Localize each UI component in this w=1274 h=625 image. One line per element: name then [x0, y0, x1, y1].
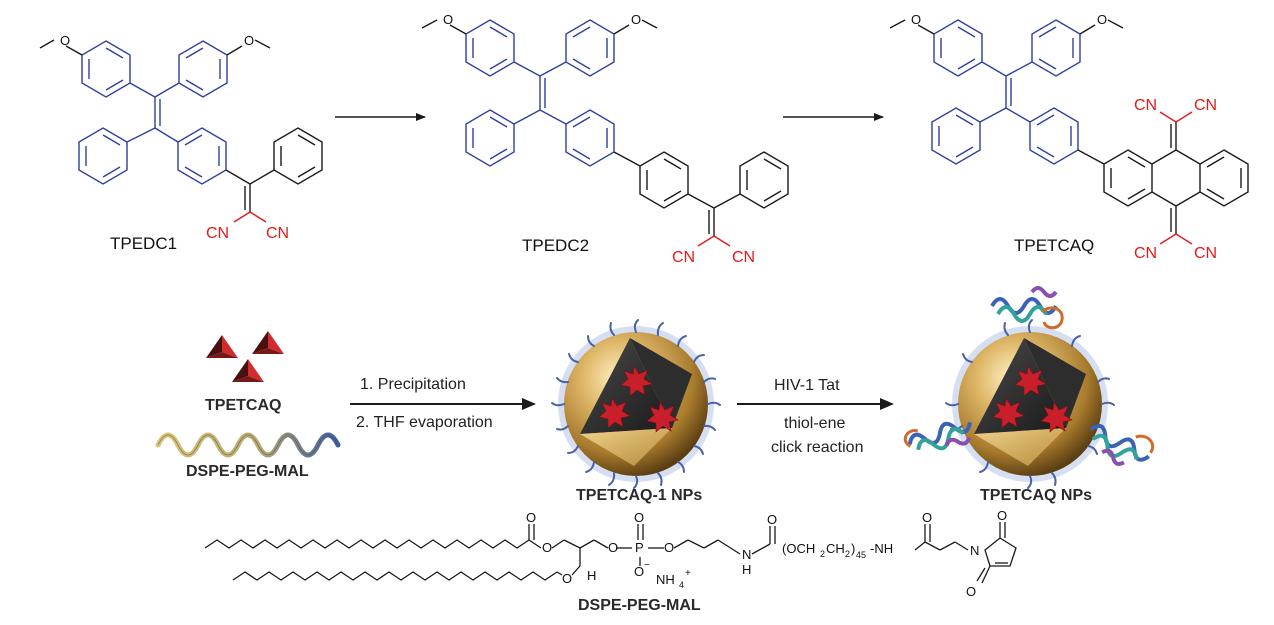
cyano-label: CN	[732, 249, 755, 266]
amide-nitrogen: N	[742, 547, 751, 562]
tat-peptide-icon	[903, 421, 972, 451]
minus-sign: −	[644, 560, 650, 571]
molecule-label-tpedc2: TPEDC2	[522, 236, 590, 255]
phosphoryl-oxygen: O	[634, 510, 644, 525]
step-click-reaction: click reaction	[771, 439, 864, 456]
peg-repeat: 45	[856, 550, 866, 560]
peg-mid: CH	[826, 541, 845, 556]
pyramid-icon	[252, 331, 284, 354]
carbonyl-oxygen: O	[526, 510, 536, 525]
plus-sign: +	[685, 568, 691, 579]
tail-carbonyl-oxygen: O	[922, 510, 932, 525]
cyano-label: CN	[1134, 245, 1157, 262]
cyano-label: CN	[266, 225, 289, 242]
maleimide-oxygen-2: O	[966, 584, 976, 599]
polymer-label: DSPE-PEG-MAL	[186, 463, 309, 480]
molecule-label-tpedc1: TPEDC1	[110, 234, 178, 253]
nanoparticle-2-icon	[903, 286, 1155, 489]
amide-carbonyl-oxygen: O	[767, 512, 777, 527]
stereo-hydrogen: H	[587, 568, 596, 583]
oxygen-atom: O	[443, 12, 453, 27]
anionic-oxygen: O	[634, 564, 644, 579]
dye-pyramid-cluster	[206, 331, 284, 382]
tpetcaq-structure: O O CN CN CN CN	[889, 12, 1249, 262]
structure-label: DSPE-PEG-MAL	[578, 597, 701, 614]
nanoparticle-2-label: TPETCAQ NPs	[980, 487, 1093, 504]
peg-open: (OCH	[782, 541, 815, 556]
oxygen-atom: O	[911, 12, 921, 27]
ammonium-label: NH	[656, 572, 675, 587]
step-hiv-tat: HIV-1 Tat	[774, 377, 840, 394]
tat-peptide-icon	[1089, 423, 1155, 466]
cyano-label: CN	[1194, 97, 1217, 114]
maleimide-nitrogen: N	[970, 543, 979, 558]
cyano-label: CN	[206, 225, 229, 242]
step-precipitation: 1. Precipitation	[360, 376, 466, 393]
tat-peptide-icon	[990, 286, 1064, 330]
structure-atom-labels: O O O H O O P O − O NH 4 + N H O (OCH 2 …	[526, 508, 1007, 599]
step-thiol-ene: thiol-ene	[784, 415, 846, 432]
oxygen-atom: O	[60, 33, 70, 48]
cyano-label: CN	[1134, 97, 1157, 114]
peg-sub-2: 2	[845, 549, 850, 559]
molecule-label-tpetcaq: TPETCAQ	[1014, 236, 1095, 255]
oxygen-atom: O	[631, 12, 641, 27]
cyano-label: CN	[672, 249, 695, 266]
phosphate-oxygen: O	[608, 540, 618, 555]
peg-sub-1: 2	[820, 549, 825, 559]
step-thf-evaporation: 2. THF evaporation	[356, 414, 493, 431]
peg-nh: -NH	[870, 541, 893, 556]
tpedc2-structure: O O CN CN	[421, 12, 789, 266]
nanoparticle-1-label: TPETCAQ-1 NPs	[576, 487, 703, 504]
phosphorus-atom: P	[635, 540, 644, 555]
ether-oxygen: O	[562, 571, 572, 586]
amide-hydrogen: H	[742, 562, 751, 577]
tpedc1-structure: O O CN CN	[39, 33, 323, 242]
ester-oxygen: O	[542, 540, 552, 555]
phosphate-oxygen-2: O	[664, 540, 674, 555]
peg-close: )	[851, 541, 855, 556]
pyramid-icon	[232, 359, 264, 382]
oxygen-atom: O	[244, 33, 254, 48]
maleimide-oxygen-1: O	[997, 508, 1007, 523]
dye-label: TPETCAQ	[205, 397, 282, 414]
dspe-peg-mal-structure	[204, 522, 1017, 584]
nanoparticle-1-icon	[551, 319, 721, 489]
cyano-label: CN	[1194, 245, 1217, 262]
ammonium-subscript: 4	[679, 580, 684, 590]
pyramid-icon	[206, 335, 238, 358]
polymer-helix-icon	[155, 432, 341, 458]
oxygen-atom: O	[1097, 12, 1107, 27]
